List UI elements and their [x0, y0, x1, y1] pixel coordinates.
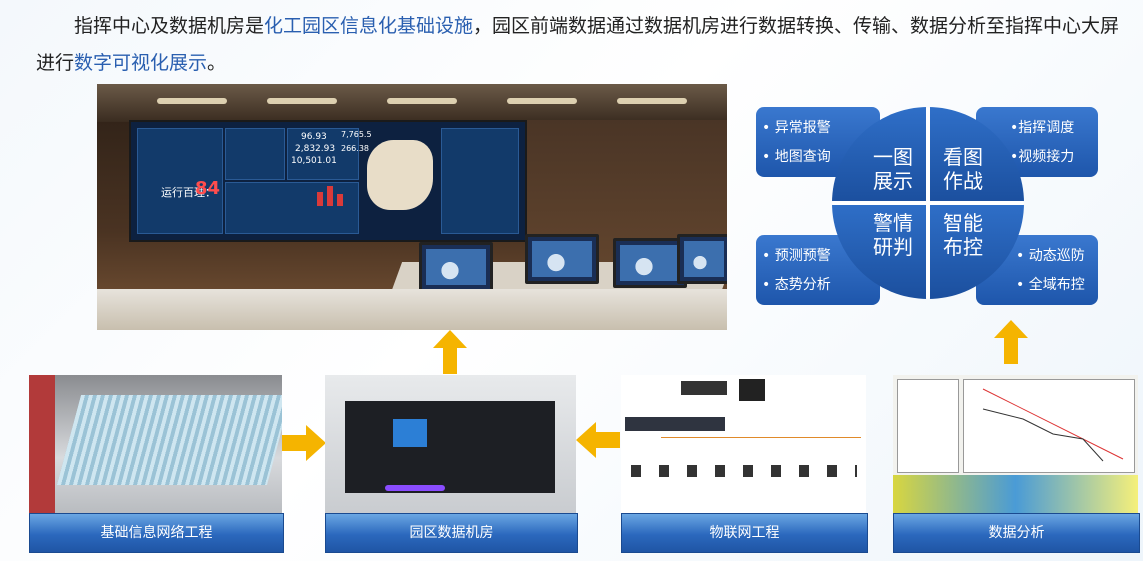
pill-item: 全域布控: [1028, 277, 1085, 293]
screen-number-5: 7,765.5: [341, 130, 372, 139]
pill-item: 预测预警: [774, 248, 831, 264]
label-datacenter: 园区数据机房: [325, 513, 578, 553]
analysis-curve: [982, 388, 1124, 462]
intro-highlight-2: 数字可视化展示: [74, 52, 208, 74]
screen-number-4: 266.38: [341, 144, 369, 153]
quadrant-top-right: 看图作战: [928, 107, 1024, 203]
data-analysis-photo: [893, 375, 1138, 513]
label-network: 基础信息网络工程: [29, 513, 284, 553]
screen-number-1: 96.93: [301, 132, 327, 142]
data-center-photo: [325, 375, 576, 513]
monitor: [613, 238, 687, 288]
video-wall: 运行百理： 84 96.93 2,832.93 10,501.01 266.38…: [129, 120, 527, 242]
label-iot: 物联网工程: [621, 513, 868, 553]
bullet: •: [762, 149, 771, 165]
intro-text-2: ，园区前端数据通过数据机房进行数据转换、传输、数据分析至指挥中心大屏进行: [36, 15, 1120, 74]
arrow-up-icon: [994, 320, 1028, 364]
quadrant-top-left: 一图展示: [832, 107, 928, 203]
intro-highlight-1: 化工园区信息化基础设施: [264, 15, 474, 37]
console-desk: [97, 289, 727, 330]
bullet: •: [762, 277, 771, 293]
pill-item: 态势分析: [774, 277, 831, 293]
quadrant-bottom-left: 警情研判: [832, 203, 928, 299]
intro-text-1: 指挥中心及数据机房是: [74, 15, 265, 37]
pill-item: 异常报警: [774, 120, 831, 136]
iot-diagram-photo: [621, 375, 866, 513]
intro-paragraph: 指挥中心及数据机房是化工园区信息化基础设施，园区前端数据通过数据机房进行数据转换…: [36, 8, 1136, 82]
intro-text-3: 。: [207, 52, 227, 74]
pill-item: 动态巡防: [1028, 248, 1085, 264]
monitor: [525, 234, 599, 284]
ceiling: [97, 84, 727, 122]
screen-big-label: 运行百理：: [161, 186, 216, 199]
network-cabling-photo: [29, 375, 282, 513]
label-analysis: 数据分析: [893, 513, 1140, 553]
pill-item: 地图查询: [774, 149, 831, 165]
arrow-up-icon: [433, 330, 467, 374]
quadrant-label: 看图作战: [943, 145, 983, 193]
quadrant-label: 智能布控: [943, 211, 983, 259]
arrow-right-icon: [282, 425, 326, 461]
pill-item: 指挥调度: [1018, 120, 1075, 136]
capability-circle: 一图展示 看图作战 警情研判 智能布控: [832, 107, 1024, 299]
screen-number-2: 2,832.93: [295, 144, 336, 154]
quadrant-label: 一图展示: [873, 145, 913, 193]
screen-big-number: 84: [195, 178, 221, 199]
region-map: [367, 140, 433, 210]
monitor: [419, 242, 493, 292]
pill-item: 视频接力: [1018, 149, 1075, 165]
arrow-left-icon: [576, 422, 620, 458]
bullet: •: [762, 120, 771, 136]
quadrant-bottom-right: 智能布控: [928, 203, 1024, 299]
monitor: [677, 234, 727, 284]
quadrant-label: 警情研判: [873, 211, 913, 259]
command-center-photo: 运行百理： 84 96.93 2,832.93 10,501.01 266.38…: [97, 84, 727, 330]
bullet: •: [762, 248, 771, 264]
screen-number-3: 10,501.01: [291, 156, 337, 166]
